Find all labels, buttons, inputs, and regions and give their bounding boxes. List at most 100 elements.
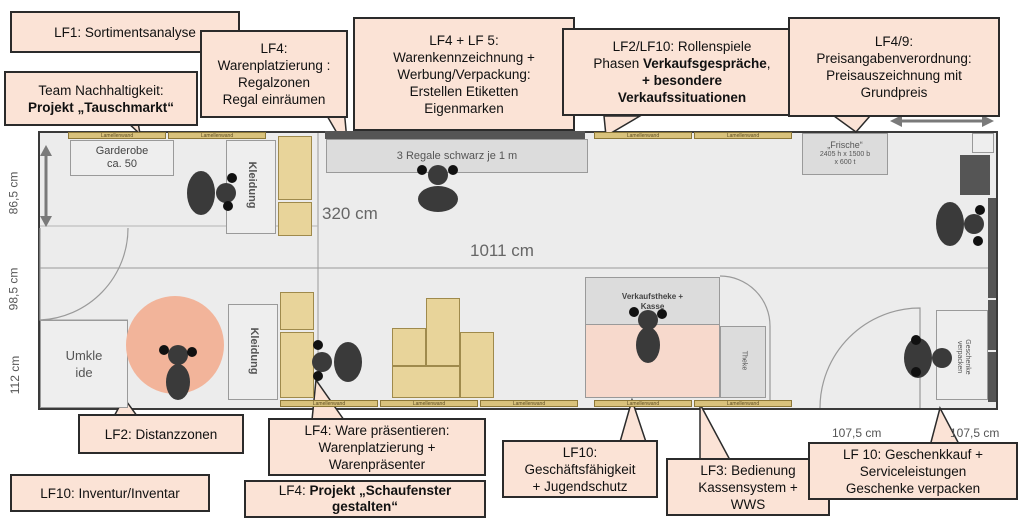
callout-lf4-schau-line2: gestalten“ bbox=[331, 499, 399, 514]
callout-team-line1: Team Nachhaltigkeit: bbox=[38, 82, 164, 98]
door-arc-left bbox=[39, 227, 129, 321]
dim-320: 320 cm bbox=[322, 204, 378, 223]
lamellenwand-bottom-3: Lamellenwand bbox=[480, 400, 578, 407]
lamellenwand-top-2: Lamellenwand bbox=[168, 132, 266, 139]
callout-lf10-gf-line2: Geschäftsfähigkeit bbox=[524, 461, 636, 477]
right-wall-segment-1 bbox=[988, 198, 996, 298]
callout-lf1-text: LF1: Sortimentsanalyse bbox=[54, 24, 196, 40]
callout-lf3: LF3: Bedienung Kassensystem + WWS bbox=[666, 458, 830, 516]
callout-lf10-geschenkkauf: LF 10: Geschenkkauf + Serviceleistungen … bbox=[808, 442, 1018, 500]
person-icon bbox=[629, 307, 667, 363]
callout-lf3-line3: WWS bbox=[730, 496, 766, 512]
presenter-3 bbox=[460, 332, 494, 398]
garderobe-capacity: ca. 50 bbox=[107, 158, 137, 170]
black-shelf-wall bbox=[325, 131, 585, 139]
dim-107-5-b: 107,5 cm bbox=[950, 426, 1000, 440]
person-icon bbox=[936, 202, 985, 246]
callout-lf49-line4: Grundpreis bbox=[860, 85, 928, 100]
callout-lf4-schau-project: Projekt „Schaufenster bbox=[309, 483, 452, 498]
kleidung-rack-top: Kleidung bbox=[226, 140, 276, 234]
callout-lf2-distanz: LF2: Distanzzonen bbox=[78, 414, 244, 454]
callout-lf4-regal-line2: Regalzonen bbox=[237, 75, 311, 90]
lamellenwand-bottom-1: Lamellenwand bbox=[280, 400, 378, 407]
dark-box-right bbox=[960, 155, 990, 195]
callout-lf4-regal-line1: Warenplatzierung : bbox=[217, 58, 331, 73]
frische-label: „Frische“ bbox=[827, 140, 863, 150]
callout-lf4-9: LF4/9: Preisangabenverordnung: Preisausz… bbox=[788, 17, 1000, 117]
theke: Theke bbox=[720, 326, 766, 398]
lamellenwand-top-1: Lamellenwand bbox=[68, 132, 166, 139]
callout-lf10-gk-line3: Geschenke verpacken bbox=[845, 480, 981, 496]
shelf-top-2 bbox=[278, 202, 312, 236]
callout-team-line2: Projekt „Tauschmarkt“ bbox=[27, 99, 175, 115]
callout-team-nachhaltigkeit: Team Nachhaltigkeit: Projekt „Tauschmark… bbox=[4, 71, 198, 126]
lamellenwand-bottom-2: Lamellenwand bbox=[380, 400, 478, 407]
callout-lf49-line3: Preisauszeichnung mit bbox=[826, 68, 962, 83]
kleidung-rack-bottom: Kleidung bbox=[228, 304, 278, 400]
callout-lf45-line3: Werbung/Verpackung: bbox=[397, 66, 531, 82]
callout-lf210-line2-a: Phasen bbox=[593, 56, 643, 71]
callout-lf45-line4: Erstellen Etiketten bbox=[409, 83, 519, 99]
callout-lf210-line4: Verkaufssituationen bbox=[617, 90, 747, 105]
callout-lf10-gk-line2: Serviceleistungen bbox=[859, 463, 967, 479]
shelf-top-1 bbox=[278, 136, 312, 200]
frische-dims-2: x 600 t bbox=[834, 159, 856, 166]
callout-lf4-praesentieren: LF4: Ware präsentieren: Warenplatzierung… bbox=[268, 418, 486, 476]
callout-lf45-line2: Warenkennzeichnung + bbox=[393, 49, 535, 65]
presenter-2 bbox=[392, 328, 426, 366]
callout-lf4-schaufenster: LF4: Projekt „Schaufenster gestalten“ bbox=[244, 480, 486, 518]
callout-lf210-line2-b: Verkaufsgespräche bbox=[642, 56, 767, 71]
lamellenwand-top-4: Lamellenwand bbox=[694, 132, 792, 139]
shelf-bottom-1 bbox=[280, 292, 314, 330]
lamellenwand-top-3: Lamellenwand bbox=[594, 132, 692, 139]
callout-lf10-gf-line1: LF10: bbox=[562, 444, 598, 460]
callout-lf4-praes-line2: Warenplatzierung + bbox=[318, 439, 436, 455]
callout-lf4-schau-line1: LF4: Projekt „Schaufenster bbox=[279, 483, 452, 499]
pointer-lf210 bbox=[603, 115, 643, 138]
callout-lf4-praes-line1: LF4: Ware präsentieren: bbox=[304, 422, 450, 438]
verkaufstheke-label-2: Kasse bbox=[640, 302, 665, 311]
callout-lf49-line1: LF4/9: bbox=[874, 34, 914, 49]
small-box-right bbox=[972, 133, 994, 153]
dim-107-5-a: 107,5 cm bbox=[832, 426, 882, 440]
callout-lf4-praes-line3: Warenpräsenter bbox=[328, 456, 426, 472]
callout-lf3-line2: Kassensystem + bbox=[698, 479, 798, 495]
umkleide: Umkle ide bbox=[40, 320, 128, 408]
garderobe-label: Garderobe bbox=[95, 145, 149, 157]
right-wall-segment-2 bbox=[988, 300, 996, 350]
lamellenwand-bottom-5: Lamellenwand bbox=[694, 400, 792, 407]
verkaufstheke-label-1: Verkaufstheke + bbox=[621, 292, 684, 301]
callout-lf45: LF4 + LF 5: Warenkennzeichnung + Werbung… bbox=[353, 17, 575, 131]
callout-lf3-line1: LF3: Bedienung bbox=[700, 462, 796, 478]
callout-lf4-regal-title: LF4: bbox=[260, 41, 288, 56]
callout-lf10-inv-text: LF10: Inventur/Inventar bbox=[40, 485, 180, 501]
callout-lf2-lf10: LF2/LF10: Rollenspiele Phasen Verkaufsge… bbox=[562, 28, 802, 116]
door-arc-theke bbox=[719, 275, 771, 400]
door-arc-right bbox=[819, 307, 921, 409]
callout-lf4-regal: LF4: Warenplatzierung : Regalzonen Regal… bbox=[200, 30, 348, 118]
callout-lf10-geschaeftsfaehigkeit: LF10: Geschäftsfähigkeit + Jugendschutz bbox=[502, 440, 658, 498]
callout-lf4-regal-line3: Regal einräumen bbox=[222, 92, 326, 107]
lamellenwand-bottom-4: Lamellenwand bbox=[594, 400, 692, 407]
callout-lf10-inventur: LF10: Inventur/Inventar bbox=[10, 474, 210, 512]
person-icon bbox=[417, 165, 458, 212]
callout-lf10-gf-line3: + Jugendschutz bbox=[532, 478, 628, 494]
callout-lf4-schau-prefix: LF4: bbox=[278, 483, 310, 498]
person-icon bbox=[312, 340, 362, 382]
person-icon bbox=[187, 171, 237, 215]
callout-lf210-line2-c: , bbox=[766, 56, 771, 71]
callout-lf49-line2: Preisangabenverordnung: bbox=[816, 51, 972, 66]
presenter-1 bbox=[426, 298, 460, 366]
frische-dims-1: 2405 h x 1500 b bbox=[819, 151, 871, 158]
person-icon bbox=[159, 345, 197, 400]
umkleide-label-2: ide bbox=[75, 365, 93, 380]
callout-lf210-line2: Phasen Verkaufsgespräche, bbox=[593, 55, 770, 72]
presenter-4 bbox=[392, 366, 460, 398]
person-icon bbox=[904, 335, 952, 378]
callout-lf45-line1: LF4 + LF 5: bbox=[429, 32, 499, 48]
regale-label: 3 Regale schwarz je 1 m bbox=[396, 150, 518, 162]
frische-unit: „Frische“ 2405 h x 1500 b x 600 t bbox=[802, 133, 888, 175]
callout-lf10-gk-line1: LF 10: Geschenkkauf + bbox=[843, 446, 983, 462]
callout-lf210-line3: + besondere bbox=[642, 73, 722, 88]
